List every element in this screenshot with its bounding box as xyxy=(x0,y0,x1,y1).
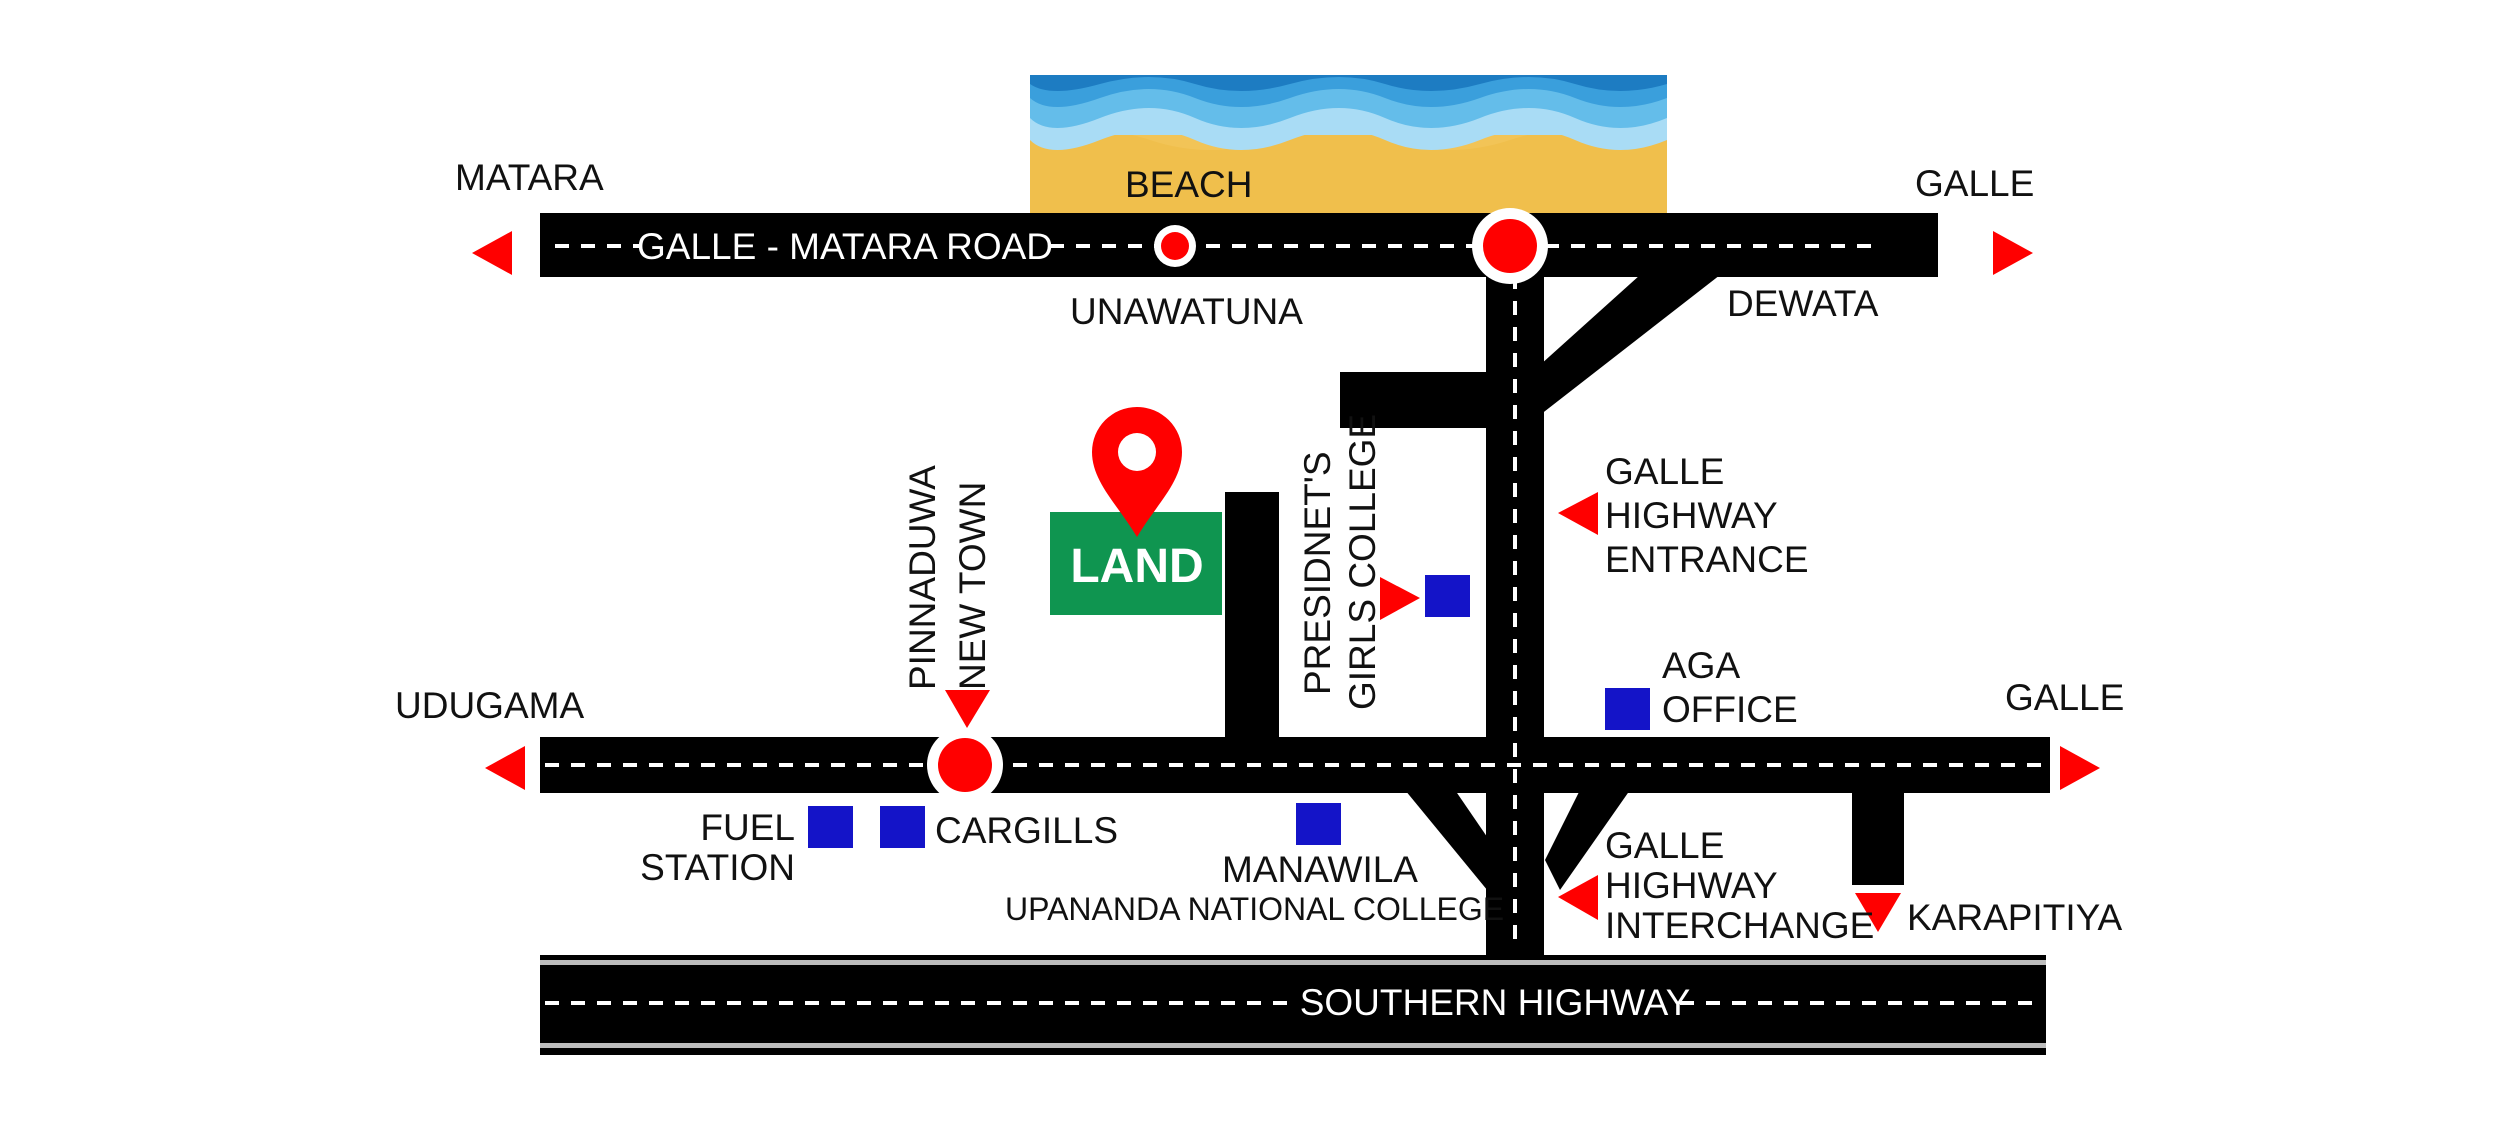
arrow-icon xyxy=(1380,577,1420,620)
pinnaduwa-label-1: PINNADUWA xyxy=(902,465,943,690)
junction-icon xyxy=(927,727,1003,803)
highway-interchange-label-2: HIGHWAY xyxy=(1605,865,1778,906)
cargills-label: CARGILLS xyxy=(935,810,1118,851)
highway-entrance-label-3: ENTRANCE xyxy=(1605,539,1809,580)
presidents-college-label-2: GIRLS COLLEGE xyxy=(1342,414,1383,710)
galle-mid-label: GALLE xyxy=(2005,677,2124,718)
land-label: LAND xyxy=(1070,540,1203,593)
beach-illustration xyxy=(1030,75,1667,215)
junction-icon xyxy=(1154,225,1196,267)
arrow-icon xyxy=(2060,746,2100,790)
interchange-ramp-left xyxy=(1405,790,1520,930)
arrow-icon xyxy=(1558,492,1598,535)
manawila-label: MANAWILA xyxy=(1222,849,1418,890)
fuel-station-label-1: FUEL xyxy=(700,807,795,848)
upananda-label: UPANANDA NATIONAL COLLEGE xyxy=(1005,891,1504,927)
arrow-icon xyxy=(472,231,512,275)
aga-office-label-1: AGA xyxy=(1662,645,1740,686)
poi-square-icon xyxy=(880,806,925,848)
dewata-label: DEWATA xyxy=(1727,283,1879,324)
fuel-station-label-2: STATION xyxy=(640,847,795,888)
galle-top-label: GALLE xyxy=(1915,163,2034,204)
karapitiya-label: KARAPITIYA xyxy=(1907,897,2123,938)
side-road-west xyxy=(1340,372,1490,428)
dewata-link-road xyxy=(1540,275,1720,415)
arrow-icon xyxy=(1855,893,1901,932)
poi-square-icon xyxy=(1296,803,1341,845)
highway-interchange-label-1: GALLE xyxy=(1605,825,1724,866)
highway-entrance-label-2: HIGHWAY xyxy=(1605,495,1778,536)
lane-markings xyxy=(545,244,2045,1005)
aga-office-label-2: OFFICE xyxy=(1662,689,1798,730)
poi-square-icon xyxy=(1425,575,1470,617)
unawatuna-label: UNAWATUNA xyxy=(1070,291,1303,332)
karapitiya-road xyxy=(1852,737,1904,885)
pinnaduwa-label-2: NEW TOWN xyxy=(952,482,993,690)
presidents-college-label-1: PRESIDNET'S xyxy=(1297,452,1338,696)
interchange-ramp-right xyxy=(1545,790,1630,890)
junction-icon xyxy=(1472,208,1548,284)
southern-highway-label: SOUTHERN HIGHWAY xyxy=(1300,982,1691,1023)
beach-label: BEACH xyxy=(1125,164,1252,205)
location-pin-icon xyxy=(1092,407,1182,537)
arrow-icon xyxy=(1558,875,1598,920)
land-access-lane xyxy=(1225,492,1279,742)
highway-interchange-label-3: INTERCHANGE xyxy=(1605,905,1874,946)
poi-square-icon xyxy=(1605,688,1650,730)
arrow-icon xyxy=(1993,231,2033,275)
poi-square-icon xyxy=(808,806,853,848)
highway-entrance-label-1: GALLE xyxy=(1605,451,1724,492)
galle-matara-road-label: GALLE - MATARA ROAD xyxy=(637,226,1053,267)
udugama-label: UDUGAMA xyxy=(395,685,584,726)
arrow-icon xyxy=(485,746,525,790)
matara-label: MATARA xyxy=(455,157,604,198)
arrow-icon xyxy=(945,690,990,728)
